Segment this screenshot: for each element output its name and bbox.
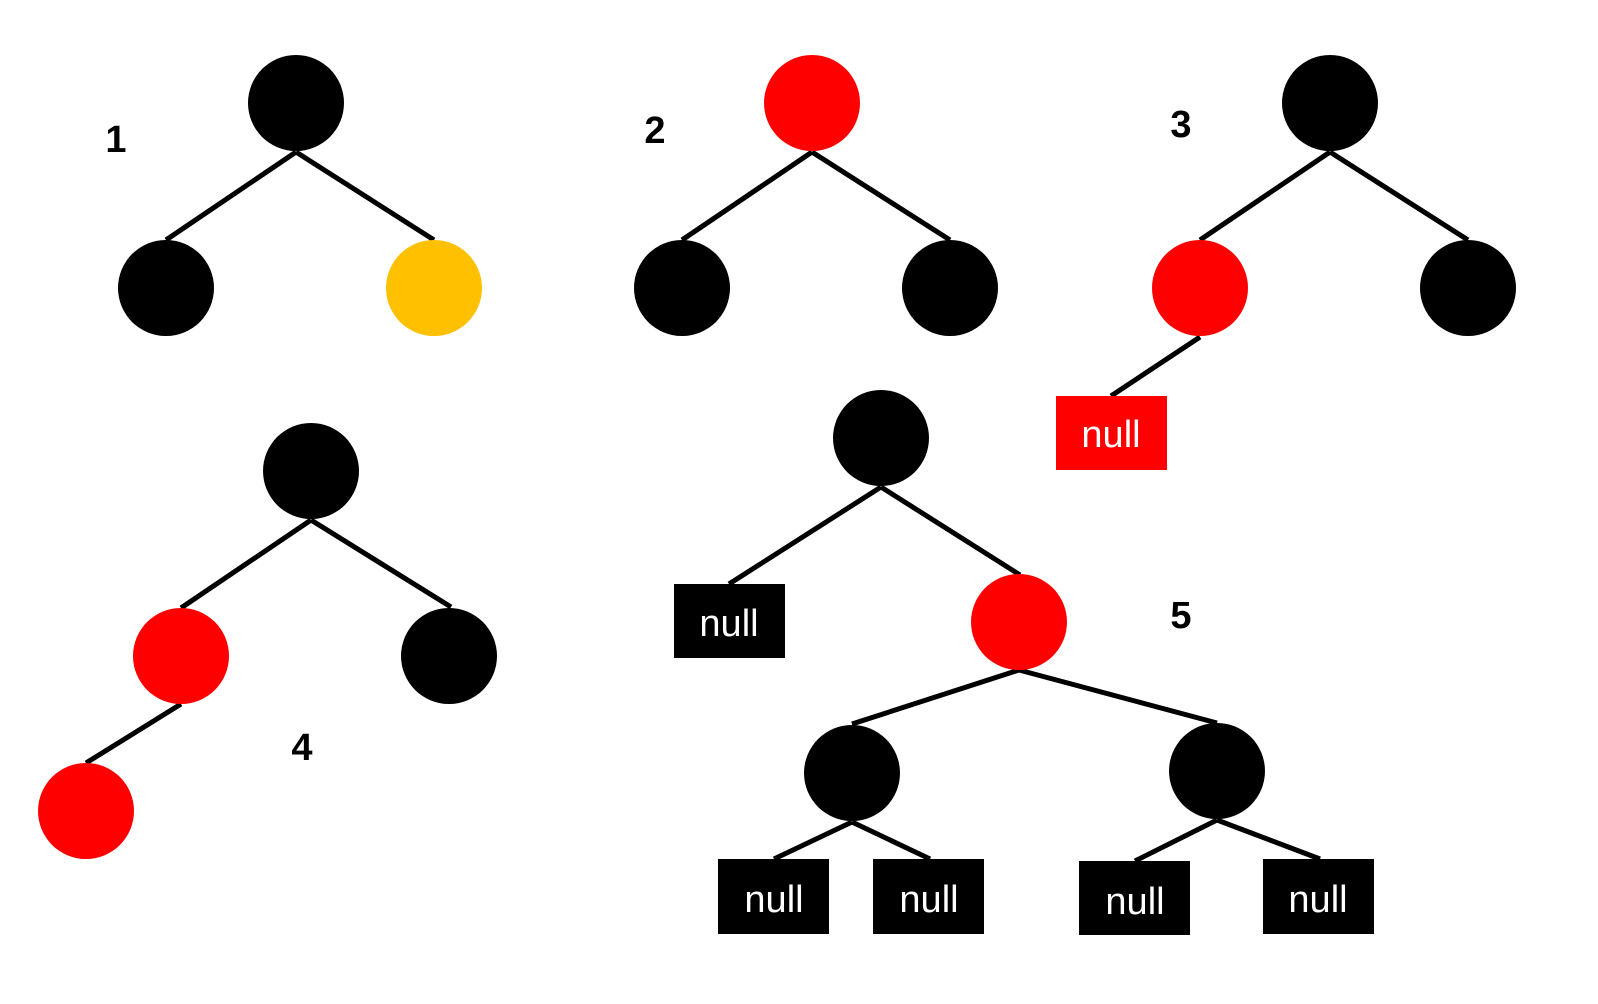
node-black — [833, 390, 929, 486]
null-leaf: null — [873, 859, 984, 934]
tree-label: 2 — [644, 110, 665, 152]
null-label: null — [699, 603, 758, 645]
node-black — [118, 240, 214, 336]
node-red — [38, 763, 134, 859]
tree-1: 1 — [105, 55, 482, 336]
node-black — [1282, 55, 1378, 151]
tree-5: null null null null null 5 — [674, 390, 1374, 935]
tree-4: 4 — [38, 423, 497, 859]
edge — [680, 149, 814, 243]
edge — [851, 667, 1020, 727]
node-red — [1152, 240, 1248, 336]
null-box-red — [1056, 396, 1167, 470]
node-black — [248, 55, 344, 151]
null-box-black — [1079, 861, 1190, 935]
edge — [1328, 149, 1470, 243]
node-black — [1420, 240, 1516, 336]
edge — [1198, 149, 1332, 243]
edge — [1133, 817, 1219, 864]
edge — [1018, 667, 1218, 726]
node-red — [764, 55, 860, 151]
null-leaf: null — [1079, 861, 1190, 935]
node-black — [634, 240, 730, 336]
edge — [727, 484, 883, 587]
null-leaf: null — [1263, 859, 1374, 934]
edge — [772, 819, 854, 862]
null-leaf: null — [1056, 396, 1167, 470]
edge — [84, 701, 183, 766]
edge — [179, 517, 313, 611]
node-black — [401, 608, 497, 704]
edge — [810, 149, 952, 243]
null-box-black — [718, 859, 829, 934]
edge — [164, 149, 298, 243]
tree-label: 1 — [105, 119, 126, 161]
null-label: null — [1105, 881, 1164, 923]
edge — [850, 819, 932, 862]
edge — [309, 517, 453, 610]
node-yellow — [386, 240, 482, 336]
null-label: null — [744, 879, 803, 921]
null-box-black — [873, 859, 984, 934]
null-leaf: null — [674, 584, 785, 658]
edge — [1216, 817, 1321, 862]
node-black — [1169, 723, 1265, 819]
null-leaf: null — [718, 859, 829, 934]
edge — [1109, 334, 1202, 399]
node-black — [902, 240, 998, 336]
node-red — [971, 574, 1067, 670]
null-box-black — [1263, 859, 1374, 934]
node-black — [263, 423, 359, 519]
tree-label: 5 — [1170, 595, 1191, 637]
null-label: null — [1288, 879, 1347, 921]
tree-label: 4 — [291, 727, 312, 769]
tree-2: 2 — [634, 55, 998, 336]
edge — [294, 149, 436, 243]
null-box-black — [674, 584, 785, 658]
null-label: null — [1081, 414, 1140, 456]
tree-label: 3 — [1170, 104, 1191, 146]
node-black — [804, 725, 900, 821]
edge — [879, 484, 1022, 578]
node-red — [133, 608, 229, 704]
null-label: null — [899, 879, 958, 921]
tree-3: null 3 — [1056, 55, 1516, 470]
